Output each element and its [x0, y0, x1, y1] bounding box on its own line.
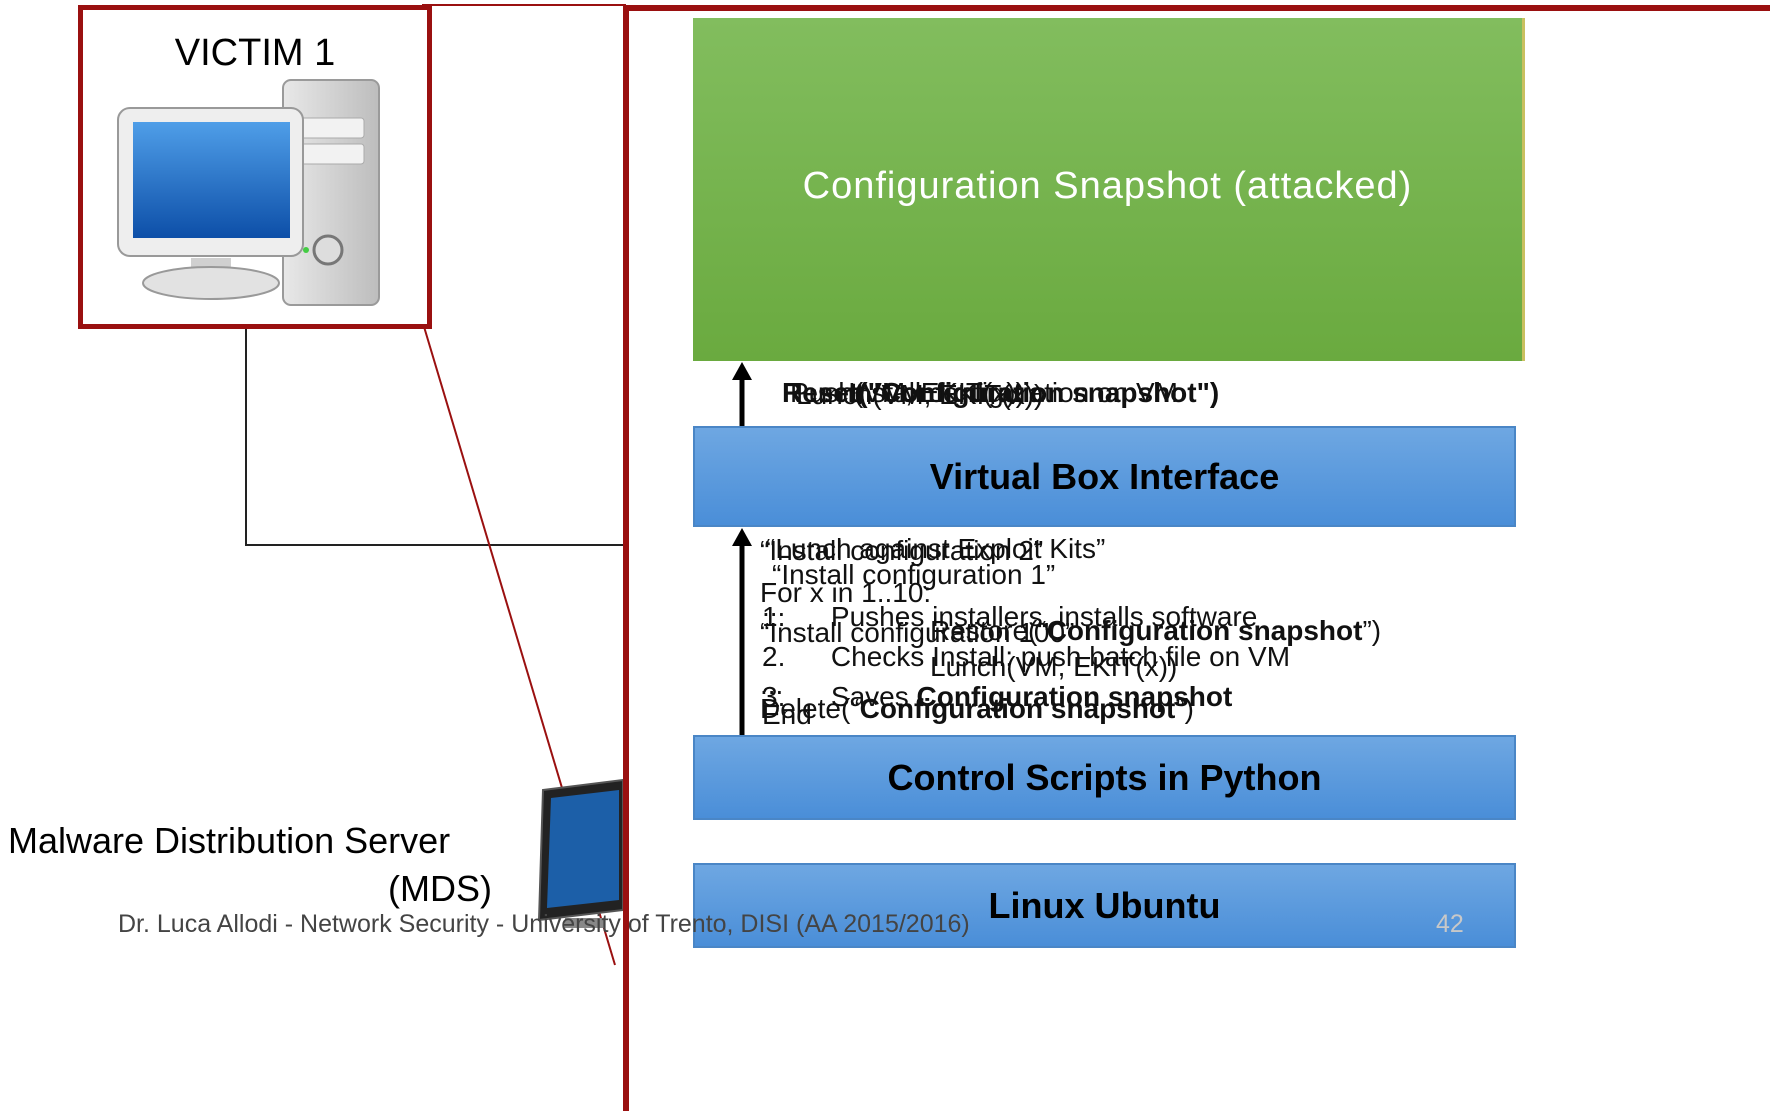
ellipsis-2: ... — [760, 669, 784, 700]
slide-footer: Dr. Luca Allodi - Network Security - Uni… — [118, 910, 970, 938]
step-3-num: 3. — [762, 681, 786, 712]
reset-command: Reset("Configuration snapshot") — [782, 377, 1220, 408]
control-scripts-bar: Control Scripts in Python — [693, 735, 1516, 820]
step-2: 2. Checks Install; push batch file on VM — [762, 642, 1290, 672]
server-monitor-icon — [537, 778, 624, 928]
step-3: 3. Saves Configuration snapshot — [762, 682, 1232, 712]
push-command: Push(VM, EKIT(x)) — [790, 377, 1025, 408]
restore-prefix: Restore(“ — [930, 615, 1047, 646]
delete-suffix: ”) — [1175, 693, 1195, 724]
configuration-snapshot-box — [693, 18, 1525, 361]
configuration-snapshot-label: Configuration Snapshot (attacked) — [802, 165, 1413, 207]
for-loop: For x in 1..10: — [760, 577, 932, 608]
restore-command: Restore(“Configuration snapshot”) — [930, 616, 1381, 646]
delete-command: Delete(“Configuration snapshot”) — [760, 694, 1194, 724]
lower-arrowhead-icon — [732, 528, 752, 546]
victim-title: VICTIM 1 — [174, 32, 336, 74]
install-config-1: “Install configuration 1” — [772, 559, 1056, 590]
step-1: 1. Pushes installers, installs software — [762, 602, 1257, 632]
step-1-num: 1. — [762, 601, 786, 632]
upper-arrowhead-icon — [732, 362, 752, 380]
lunch-against-kits: “Lunch against Exploit Kits” — [766, 533, 1106, 564]
delete-bold: Configuration snapshot — [859, 693, 1176, 724]
lunch-command-lower: Lunch(VM, EKIT(x)) — [930, 651, 1178, 682]
step-1-text: Pushes installers, installs software — [830, 601, 1258, 632]
network-link-line — [245, 320, 625, 546]
mds-label-line1: Malware Distribution Server — [8, 820, 451, 861]
delete-prefix: Delete(“ — [760, 693, 860, 724]
install-config-2: “Install configuration 2” — [760, 535, 1044, 566]
restore-bold: Configuration snapshot — [1046, 615, 1363, 646]
step-3-text: Saves — [830, 681, 917, 712]
step-3-bold: Configuration snapshot — [916, 681, 1233, 712]
step-2-text: Checks Install; push batch file on VM — [830, 641, 1291, 672]
step-2-num: 2. — [762, 641, 786, 672]
mds-label-line2: (MDS) — [388, 868, 492, 909]
linux-ubuntu-bar: Linux Ubuntu — [693, 863, 1516, 948]
victim-box: VICTIM 1 — [78, 5, 432, 329]
virtual-box-interface-bar: Virtual Box Interface — [693, 426, 1516, 527]
lunch-command-upper: Lunch(VM, EKIT(x)) — [796, 379, 1044, 410]
desktop-computer-icon — [117, 79, 380, 306]
restore-suffix: ”) — [1362, 615, 1382, 646]
install-on-vm-command: Install configuration on VM — [848, 377, 1178, 408]
arrows — [732, 362, 752, 738]
install-config-100: “Install configuration 100” — [760, 617, 1075, 648]
page-number: 42 — [1436, 910, 1464, 938]
ellipsis-1: ... — [762, 591, 786, 622]
end-statement: End — [762, 699, 812, 730]
